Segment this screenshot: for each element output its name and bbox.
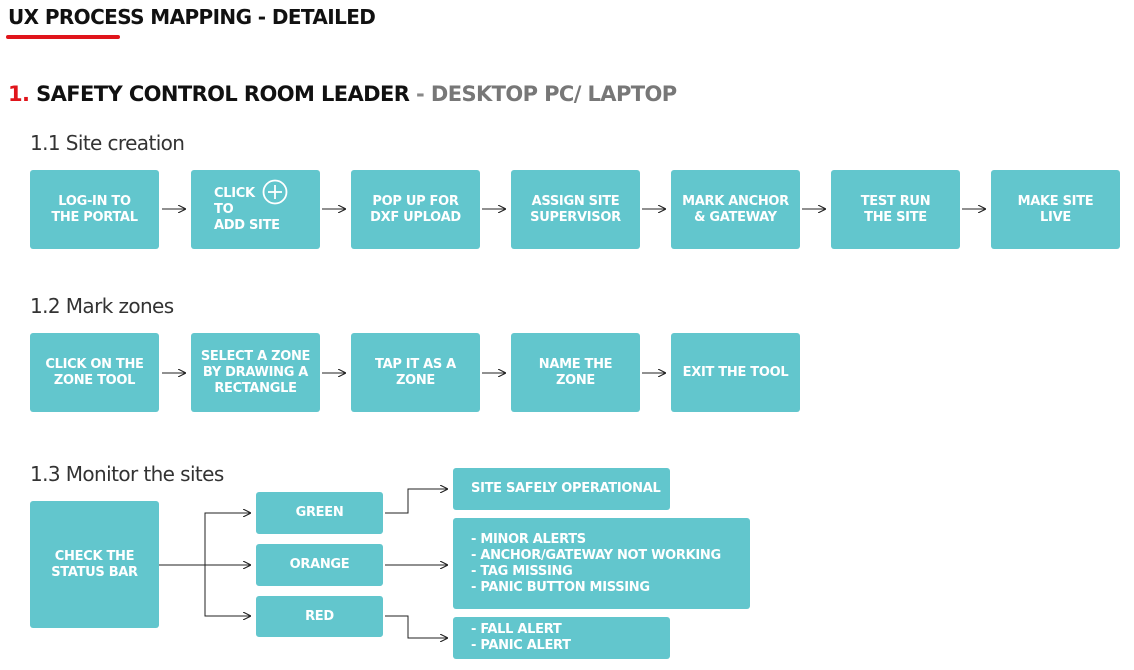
status-orange-label: ORANGE — [289, 557, 350, 572]
list-item: - FALL ALERT — [471, 622, 562, 637]
section-role: SAFETY CONTROL ROOM LEADER — [36, 82, 410, 106]
step-login: LOG-IN TO THE PORTAL — [30, 170, 159, 249]
arrow-green-result — [385, 489, 447, 514]
section-separator: - — [416, 82, 425, 106]
step-assign-supervisor: ASSIGN SITE SUPERVISOR — [511, 170, 640, 249]
status-red: RED — [256, 596, 383, 637]
arrow-red-result — [385, 615, 447, 638]
orange-results: - MINOR ALERTS - ANCHOR/GATEWAY NOT WORK… — [453, 518, 750, 609]
status-green: GREEN — [256, 492, 383, 534]
list-item: - PANIC BUTTON MISSING — [471, 579, 650, 595]
monitor-heading: 1.3 Monitor the sites — [30, 462, 224, 486]
orange-results-list: - MINOR ALERTS - ANCHOR/GATEWAY NOT WORK… — [471, 532, 721, 596]
plus-circle-icon — [262, 179, 288, 205]
step-test-run-label: TEST RUN THE SITE — [860, 193, 931, 225]
step-name-zone: NAME THE ZONE — [511, 333, 640, 412]
section-number: 1. — [8, 82, 30, 106]
list-item: - TAG MISSING — [471, 563, 573, 579]
step-dxf-upload: POP UP FOR DXF UPLOAD — [351, 170, 480, 249]
list-item: - MINOR ALERTS — [471, 531, 586, 547]
step-exit-tool-label: EXIT THE TOOL — [682, 364, 789, 380]
step-make-live: MAKE SITE LIVE — [991, 170, 1120, 249]
green-result: SITE SAFELY OPERATIONAL — [453, 468, 670, 510]
status-orange: ORANGE — [256, 544, 383, 586]
list-item: - PANIC ALERT — [471, 638, 571, 653]
step-exit-tool: EXIT THE TOOL — [671, 333, 800, 412]
step-tap-zone: TAP IT AS A ZONE — [351, 333, 480, 412]
section-heading: 1. SAFETY CONTROL ROOM LEADER - DESKTOP … — [8, 82, 677, 106]
section-device: DESKTOP PC/ LAPTOP — [430, 82, 677, 106]
mark-zones-heading: 1.2 Mark zones — [30, 294, 174, 318]
step-tap-zone-label: TAP IT AS A ZONE — [375, 356, 456, 388]
site-creation-heading: 1.1 Site creation — [30, 131, 185, 155]
title-underline — [6, 35, 120, 39]
step-login-label: LOG-IN TO THE PORTAL — [51, 193, 138, 225]
page-title: UX PROCESS MAPPING - DETAILED — [8, 5, 376, 29]
arrow-to-red — [204, 565, 250, 616]
step-make-live-label: MAKE SITE LIVE — [1017, 193, 1094, 225]
step-add-site-label: CLICK TO ADD SITE — [214, 185, 280, 233]
list-item: - ANCHOR/GATEWAY NOT WORKING — [471, 547, 721, 563]
status-green-label: GREEN — [295, 505, 344, 520]
step-add-site: CLICK TO ADD SITE — [191, 170, 320, 249]
step-check-status-bar: CHECK THE STATUS BAR — [30, 501, 159, 628]
step-check-status-bar-label: CHECK THE STATUS BAR — [51, 548, 138, 580]
step-mark-anchor-label: MARK ANCHOR & GATEWAY — [682, 193, 789, 225]
step-dxf-upload-label: POP UP FOR DXF UPLOAD — [370, 193, 461, 225]
green-result-label: SITE SAFELY OPERATIONAL — [471, 481, 661, 496]
step-mark-anchor: MARK ANCHOR & GATEWAY — [671, 170, 800, 249]
arrow-to-green — [159, 513, 250, 566]
step-test-run: TEST RUN THE SITE — [831, 170, 960, 249]
step-select-zone: SELECT A ZONE BY DRAWING A RECTANGLE — [191, 333, 320, 412]
step-name-zone-label: NAME THE ZONE — [538, 356, 613, 388]
step-click-zone-tool-label: CLICK ON THE ZONE TOOL — [45, 356, 144, 388]
status-red-label: RED — [305, 608, 334, 624]
step-click-zone-tool: CLICK ON THE ZONE TOOL — [30, 333, 159, 412]
red-results-list: - FALL ALERT - PANIC ALERT — [471, 622, 571, 654]
step-select-zone-label: SELECT A ZONE BY DRAWING A RECTANGLE — [200, 348, 311, 396]
step-assign-supervisor-label: ASSIGN SITE SUPERVISOR — [530, 193, 621, 225]
red-results: - FALL ALERT - PANIC ALERT — [453, 617, 670, 659]
